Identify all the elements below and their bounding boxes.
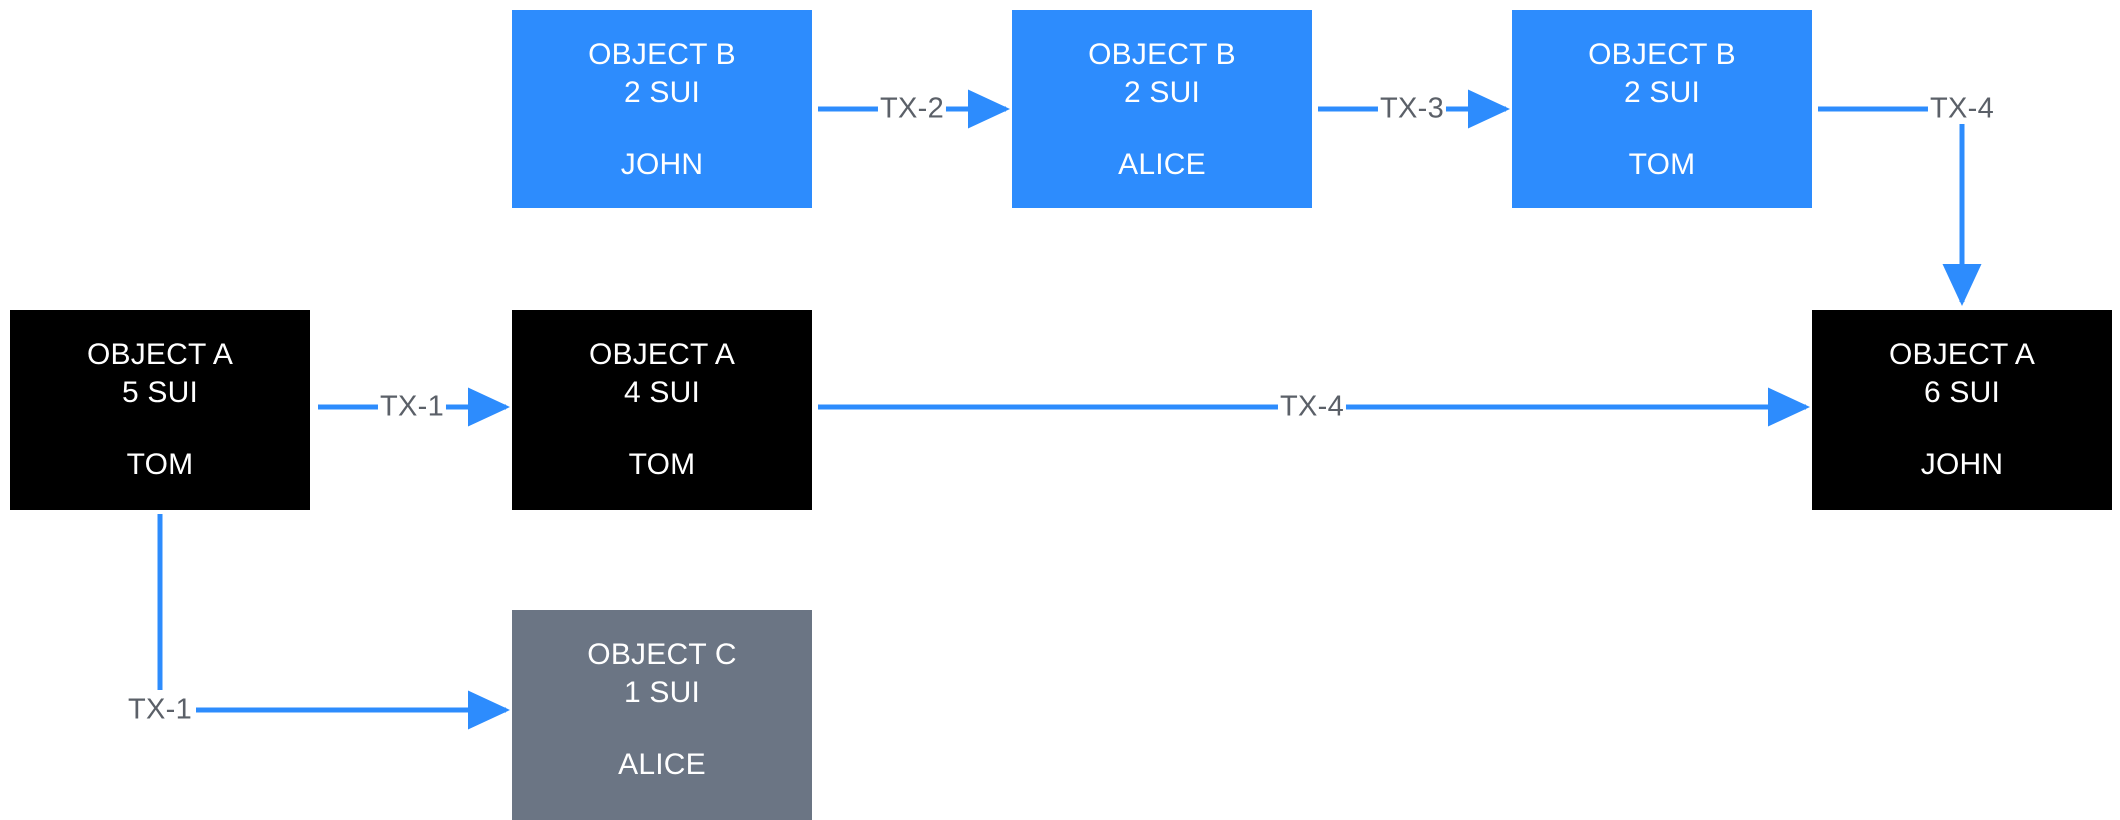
node-object-name: OBJECT B xyxy=(1588,38,1736,71)
edge-label-tx-3: TX-3 xyxy=(1377,92,1447,125)
edge-label-tx-1-transfer: TX-1 xyxy=(377,390,447,423)
node-object-name: OBJECT C xyxy=(587,638,737,671)
node-object-owner: JOHN xyxy=(620,148,704,181)
node-object-owner: ALICE xyxy=(1118,148,1206,181)
node-object-b-alice[interactable]: OBJECT B 2 SUI ALICE xyxy=(1012,10,1312,208)
node-object-owner: ALICE xyxy=(618,748,706,781)
edge-label-tx-4-merge-b: TX-4 xyxy=(1927,92,1997,125)
edge-label-tx-2: TX-2 xyxy=(877,92,947,125)
node-object-amount: 6 SUI xyxy=(1923,376,2001,409)
node-object-amount: 4 SUI xyxy=(623,376,701,409)
node-object-amount: 2 SUI xyxy=(623,76,701,109)
node-object-name: OBJECT A xyxy=(86,338,234,371)
node-object-a-4sui-tom[interactable]: OBJECT A 4 SUI TOM xyxy=(512,310,812,510)
node-object-b-john[interactable]: OBJECT B 2 SUI JOHN xyxy=(512,10,812,208)
node-object-amount: 2 SUI xyxy=(1623,76,1701,109)
edge-label-tx-1-split: TX-1 xyxy=(125,693,195,726)
node-object-owner: TOM xyxy=(126,448,194,481)
node-object-c-alice[interactable]: OBJECT C 1 SUI ALICE xyxy=(512,610,812,820)
node-object-a-6sui-john[interactable]: OBJECT A 6 SUI JOHN xyxy=(1812,310,2112,510)
node-object-name: OBJECT B xyxy=(1088,38,1236,71)
node-object-a-5sui-tom[interactable]: OBJECT A 5 SUI TOM xyxy=(10,310,310,510)
node-object-name: OBJECT B xyxy=(588,38,736,71)
node-object-name: OBJECT A xyxy=(1888,338,2036,371)
node-object-name: OBJECT A xyxy=(588,338,736,371)
node-object-amount: 2 SUI xyxy=(1123,76,1201,109)
node-object-owner: TOM xyxy=(628,448,696,481)
node-object-b-tom[interactable]: OBJECT B 2 SUI TOM xyxy=(1512,10,1812,208)
node-object-owner: TOM xyxy=(1628,148,1696,181)
edge-label-tx-4-merge-a: TX-4 xyxy=(1277,390,1347,423)
node-object-amount: 1 SUI xyxy=(623,676,701,709)
node-object-owner: JOHN xyxy=(1920,448,2004,481)
node-object-amount: 5 SUI xyxy=(121,376,199,409)
